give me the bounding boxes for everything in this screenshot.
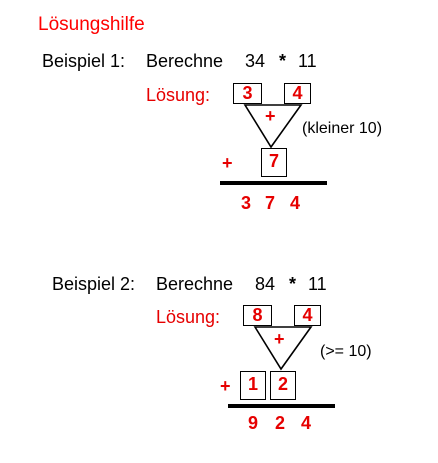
result-digit: 3: [241, 193, 252, 213]
add-sign: +: [222, 153, 233, 173]
multiply-sign: *: [289, 274, 297, 294]
triangle-plus-sign: +: [265, 106, 276, 126]
result-digit: 7: [265, 193, 276, 213]
add-sign: +: [220, 376, 231, 396]
solution-label: Lösung:: [146, 85, 211, 105]
digit-box-right: 4: [284, 83, 311, 104]
multiply-sign: *: [279, 51, 287, 71]
result-digit: 4: [290, 193, 301, 213]
page-title: Lösungshilfe: [38, 14, 145, 35]
sum-line: [220, 181, 327, 185]
digit-box-right: 4: [294, 305, 321, 326]
operand-b: 11: [298, 51, 317, 71]
triangle-plus-sign: +: [274, 329, 285, 349]
solution-label: Lösung:: [156, 307, 221, 327]
middle-digit-box: 1: [240, 371, 266, 400]
example-label: Beispiel 2:: [52, 274, 136, 294]
digit-box-left: 8: [243, 305, 272, 326]
operand-b: 11: [308, 274, 327, 294]
result-digit: 4: [301, 413, 312, 433]
sum-line: [228, 404, 335, 408]
operand-a: 34: [245, 51, 266, 71]
digit-box-left: 3: [233, 83, 262, 104]
condition-note: (kleiner 10): [302, 120, 383, 137]
example-label: Beispiel 1:: [42, 51, 126, 71]
sum-triangle: [253, 326, 313, 371]
sum-triangle: [243, 104, 303, 149]
result-digit: 2: [275, 413, 286, 433]
instruction: Berechne: [146, 51, 224, 71]
instruction: Berechne: [156, 274, 234, 294]
operand-a: 84: [255, 274, 276, 294]
middle-digit-box: 7: [261, 148, 287, 177]
middle-digit-box: 2: [270, 371, 296, 400]
condition-note: (>= 10): [320, 343, 372, 360]
result-digit: 9: [248, 413, 259, 433]
